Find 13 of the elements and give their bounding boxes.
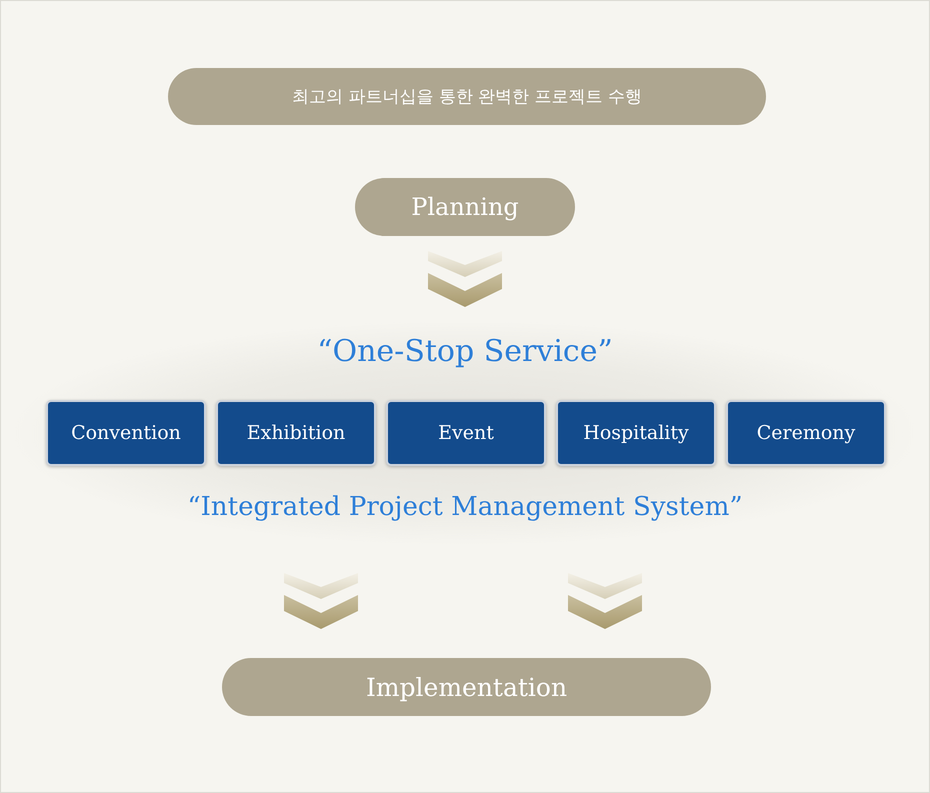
pill-box: Planning: [355, 178, 575, 236]
chevron-arrow: [284, 573, 358, 629]
slogan-text: “Integrated Project Management System”: [186, 492, 744, 522]
service-box: Event: [386, 400, 546, 466]
service-box: Ceremony: [726, 400, 886, 466]
service-box: Hospitality: [556, 400, 716, 466]
chevron-arrow: [428, 251, 502, 307]
slogan-text: “One-Stop Service”: [316, 334, 614, 369]
chevron-arrow: [568, 573, 642, 629]
pill-box: 최고의 파트너십을 통한 완벽한 프로젝트 수행: [168, 68, 766, 125]
service-box: Exhibition: [216, 400, 376, 466]
service-box: Convention: [46, 400, 206, 466]
pill-box: Implementation: [222, 658, 711, 716]
